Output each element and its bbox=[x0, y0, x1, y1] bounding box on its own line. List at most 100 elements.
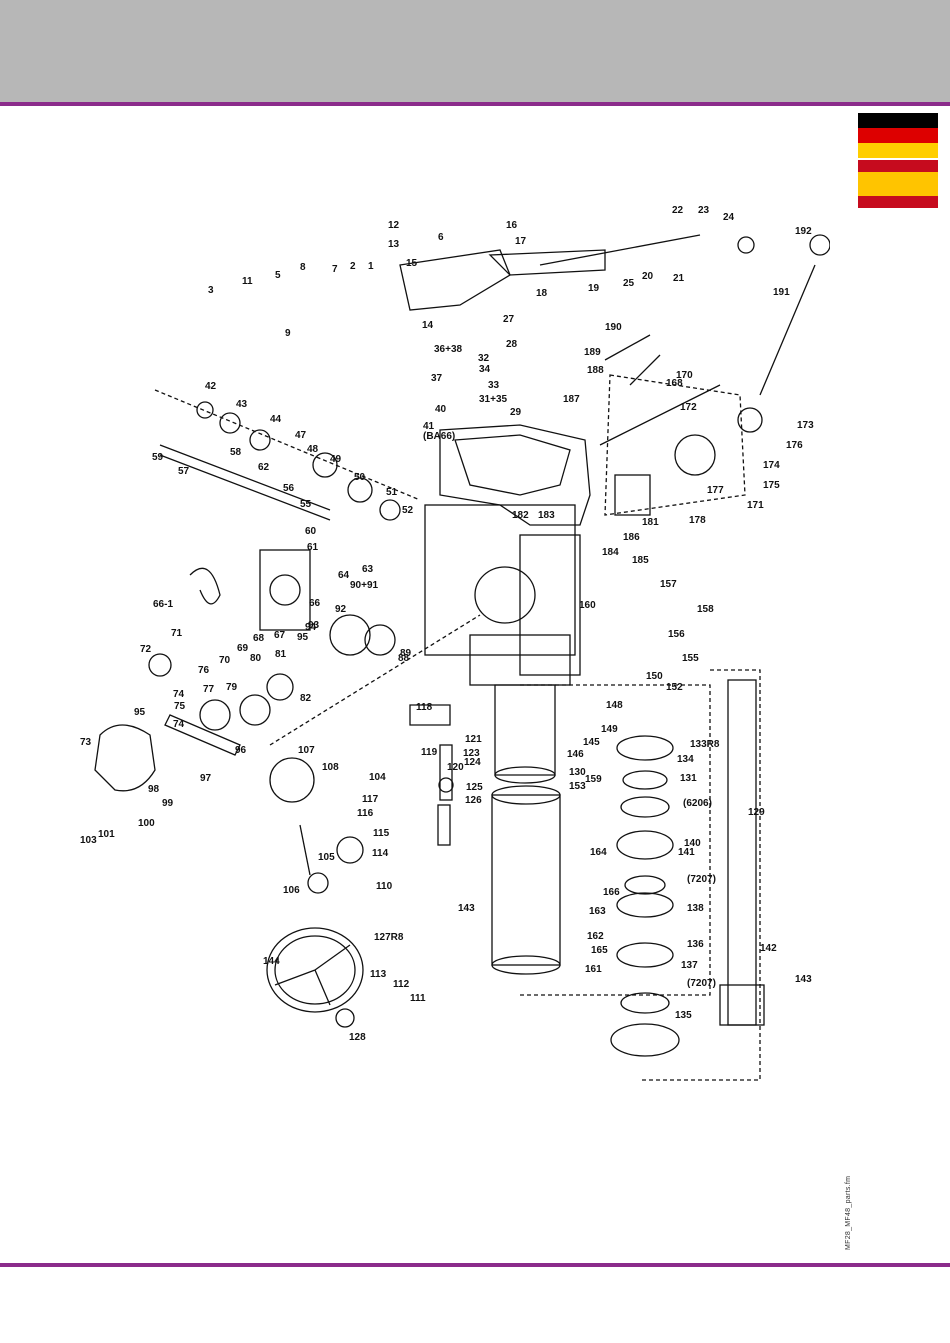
part-label: 123 bbox=[463, 748, 480, 759]
spanish-flag-icon[interactable] bbox=[858, 160, 938, 208]
part-label: 185 bbox=[632, 555, 649, 566]
part-label: 92 bbox=[335, 604, 347, 615]
part-label: 113 bbox=[370, 969, 387, 980]
part-label: 44 bbox=[270, 414, 282, 425]
part-label: 141 bbox=[678, 847, 695, 858]
part-label: 11 bbox=[242, 276, 253, 287]
part-label: 17 bbox=[515, 236, 527, 247]
part-label: 13 bbox=[388, 239, 400, 250]
part-label: 105 bbox=[318, 852, 335, 863]
part-label: 149 bbox=[601, 724, 618, 735]
part-label: 49 bbox=[330, 454, 342, 465]
part-label: 60 bbox=[305, 526, 317, 537]
part-label: (7207) bbox=[687, 978, 716, 989]
part-label: 138 bbox=[687, 903, 704, 914]
part-label: 29 bbox=[510, 407, 522, 418]
part-label: 55 bbox=[300, 499, 312, 510]
footer-rule bbox=[0, 1263, 950, 1267]
part-label: 189 bbox=[584, 347, 601, 358]
part-label: 14 bbox=[422, 320, 434, 331]
flag-stripe bbox=[858, 113, 938, 128]
part-label: 183 bbox=[538, 510, 555, 521]
part-label: 59 bbox=[152, 452, 164, 463]
part-label: 47 bbox=[295, 430, 307, 441]
part-label: 192 bbox=[795, 226, 812, 237]
part-label: 66 bbox=[309, 598, 321, 609]
part-label: 99 bbox=[162, 798, 174, 809]
part-label: 162 bbox=[587, 931, 604, 942]
part-label: 22 bbox=[672, 205, 684, 216]
part-label: (BA66) bbox=[423, 431, 455, 442]
part-label: 152 bbox=[666, 682, 683, 693]
part-label: 108 bbox=[322, 762, 339, 773]
part-label: 184 bbox=[602, 547, 619, 558]
part-label: 110 bbox=[376, 881, 393, 892]
part-label: 21 bbox=[673, 273, 685, 284]
part-label: 33 bbox=[488, 380, 500, 391]
part-label: 164 bbox=[590, 847, 607, 858]
part-label: 89 bbox=[400, 648, 412, 659]
part-label: 8 bbox=[300, 262, 306, 273]
part-label: 42 bbox=[205, 381, 217, 392]
part-label: 157 bbox=[660, 579, 677, 590]
part-label: 134 bbox=[677, 754, 694, 765]
part-label: 16 bbox=[506, 220, 518, 231]
part-label: 56 bbox=[283, 483, 295, 494]
part-label: 140 bbox=[684, 838, 701, 849]
part-label: 93 bbox=[308, 620, 320, 631]
part-label: 97 bbox=[200, 773, 212, 784]
part-label: 43 bbox=[236, 399, 248, 410]
part-label: 75 bbox=[174, 701, 186, 712]
part-label: 95 bbox=[134, 707, 146, 718]
part-label: 128 bbox=[349, 1032, 366, 1043]
part-label: (7207) bbox=[687, 874, 716, 885]
part-label: 176 bbox=[786, 440, 803, 451]
part-label: 160 bbox=[579, 600, 596, 611]
part-label: 159 bbox=[585, 774, 602, 785]
part-label: 148 bbox=[606, 700, 623, 711]
part-label: 98 bbox=[148, 784, 160, 795]
flag-stripe bbox=[858, 196, 938, 208]
part-label: 136 bbox=[687, 939, 704, 950]
part-label: 101 bbox=[98, 829, 115, 840]
flag-stripe bbox=[858, 160, 938, 172]
part-label: 158 bbox=[697, 604, 714, 615]
part-label: 77 bbox=[203, 684, 215, 695]
part-label: 70 bbox=[219, 655, 231, 666]
part-label: 131 bbox=[680, 773, 697, 784]
part-label: 156 bbox=[668, 629, 685, 640]
part-label: 146 bbox=[567, 749, 584, 760]
part-label: 2 bbox=[350, 261, 356, 272]
part-label: 145 bbox=[583, 737, 600, 748]
part-label: 23 bbox=[698, 205, 710, 216]
part-label: 66-1 bbox=[153, 599, 173, 610]
flag-stripe bbox=[858, 143, 938, 158]
part-label: 114 bbox=[372, 848, 389, 859]
part-label: 81 bbox=[275, 649, 287, 660]
part-label: 24 bbox=[723, 212, 735, 223]
part-label: 163 bbox=[589, 906, 606, 917]
part-label: 171 bbox=[747, 500, 764, 511]
part-label: 71 bbox=[171, 628, 183, 639]
part-label: 69 bbox=[237, 643, 249, 654]
flag-stripe bbox=[858, 128, 938, 143]
part-label: 133R8 bbox=[690, 739, 720, 750]
part-label: 186 bbox=[623, 532, 640, 543]
part-label: 90+91 bbox=[350, 580, 379, 591]
part-label: 112 bbox=[393, 979, 410, 990]
part-label: 36+38 bbox=[434, 344, 463, 355]
part-label: 137 bbox=[681, 960, 698, 971]
part-label: 64 bbox=[338, 570, 350, 581]
part-label: 144 bbox=[263, 956, 280, 967]
part-label: 20 bbox=[642, 271, 654, 282]
part-label: 94 bbox=[305, 622, 317, 633]
part-label: 57 bbox=[178, 466, 190, 477]
part-label: 117 bbox=[362, 794, 379, 805]
part-label: 165 bbox=[591, 945, 608, 956]
german-flag-icon[interactable] bbox=[858, 113, 938, 158]
part-label: 67 bbox=[274, 630, 286, 641]
part-label: 124 bbox=[464, 757, 481, 768]
part-label: 72 bbox=[140, 644, 152, 655]
part-label: 106 bbox=[283, 885, 300, 896]
